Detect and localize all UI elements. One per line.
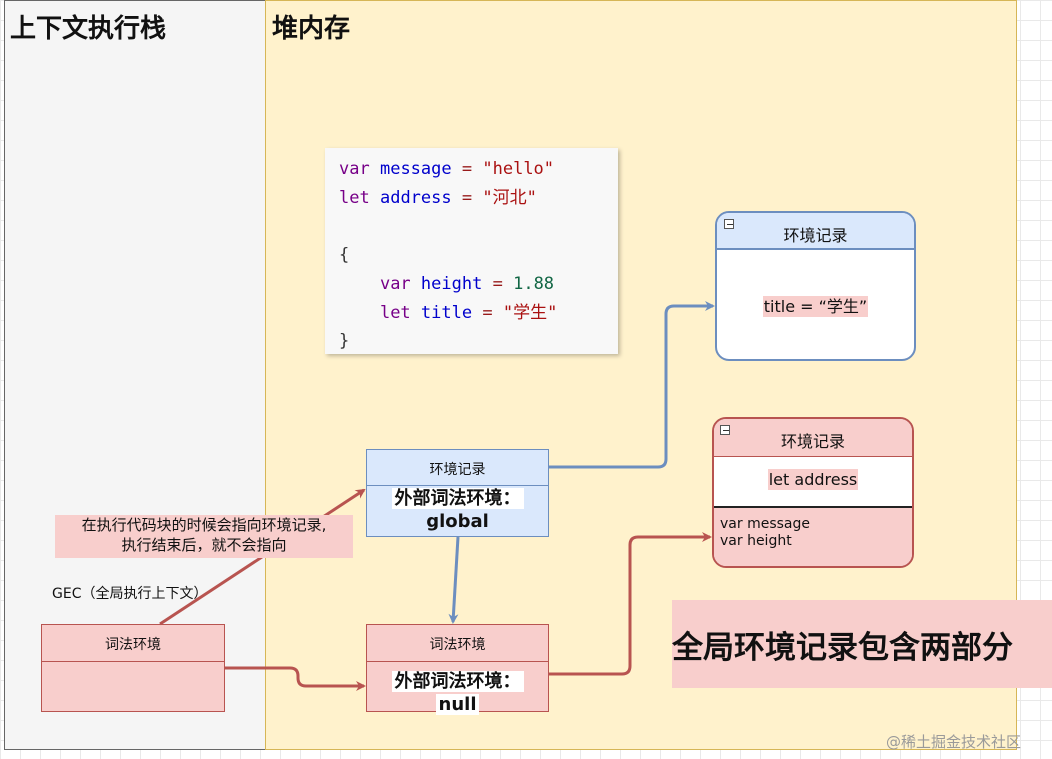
gec-lexical-env-header: 词法环境 — [42, 625, 224, 662]
outer-env-label: 外部词法环境： — [391, 488, 524, 509]
block-lexical-environment[interactable]: 环境记录 外部词法环境： global — [366, 449, 549, 537]
code-keyword: var — [379, 273, 411, 294]
block-env-record-header: 环境记录 — [717, 213, 914, 250]
code-keyword: var — [339, 159, 370, 179]
arrow-gec-to-global-lexical — [225, 666, 366, 691]
code-operator: = — [461, 159, 473, 179]
block-lexical-env-title: 环境记录 — [429, 462, 486, 478]
gec-lexical-env-title: 词法环境 — [105, 637, 161, 653]
code-keyword: let — [379, 302, 411, 323]
code-identifier: title — [420, 302, 473, 323]
gec-label: GEC（全局执行上下文） — [52, 586, 208, 602]
gec-lexical-environment[interactable]: 词法环境 — [41, 624, 225, 712]
declarative-record-item: let address — [767, 469, 859, 490]
code-operator: = — [461, 187, 473, 208]
annotation-note: 在执行代码块的时候会指向环境记录, 执行结束后，就不会指向 — [55, 515, 353, 558]
code-identifier: address — [379, 187, 452, 208]
code-string: "学生" — [502, 302, 558, 323]
declarative-record: let address — [714, 457, 912, 508]
global-env-record-title: 环境记录 — [780, 432, 845, 451]
collapse-icon[interactable] — [720, 425, 730, 435]
global-lexical-environment[interactable]: 词法环境 外部词法环境： null — [366, 624, 549, 715]
code-brace-close: } — [339, 331, 350, 352]
annotation-line: 在执行代码块的时候会指向环境记录, — [81, 516, 327, 534]
collapse-icon[interactable] — [724, 219, 734, 229]
code-operator: = — [492, 273, 503, 294]
code-identifier: height — [420, 273, 483, 294]
arrow-block-env-to-record — [549, 301, 715, 469]
heap-memory-title: 堆内存 — [272, 14, 351, 44]
block-environment-record[interactable]: 环境记录 title = “学生” — [715, 211, 916, 361]
object-record-item: var message — [720, 516, 810, 532]
watermark: @稀土掘金技术社区 — [886, 733, 1022, 751]
execution-stack-title: 上下文执行栈 — [10, 14, 167, 44]
global-env-record-header: 环境记录 — [714, 419, 912, 457]
arrow-block-env-to-global-lexical — [448, 536, 460, 624]
outer-env-value: null — [435, 694, 480, 715]
object-record: var message var height — [714, 508, 912, 566]
global-lexical-env-title: 词法环境 — [429, 637, 486, 653]
global-lexical-env-header: 词法环境 — [367, 625, 548, 662]
block-env-record-content: title = “学生” — [762, 296, 869, 317]
code-snippet: var message = "hello" let address = "河北"… — [325, 148, 618, 354]
annotation-line: 执行结束后，就不会指向 — [121, 536, 287, 554]
arrow-global-lexical-to-record — [549, 532, 712, 676]
code-operator: = — [482, 302, 493, 323]
object-record-item: var height — [720, 533, 792, 549]
block-lexical-env-header: 环境记录 — [367, 450, 548, 486]
outer-env-value: global — [426, 511, 489, 532]
code-number: 1.88 — [513, 273, 555, 294]
code-string: "河北" — [482, 187, 537, 208]
summary-label: 全局环境记录包含两部分 — [672, 600, 1052, 688]
global-environment-record[interactable]: 环境记录 let address var message var height — [712, 417, 914, 568]
code-keyword: let — [339, 187, 370, 208]
code-string: "hello" — [482, 159, 555, 179]
code-brace-open: { — [339, 245, 350, 266]
code-identifier: message — [379, 159, 452, 179]
block-env-record-title: 环境记录 — [783, 226, 848, 245]
outer-env-label: 外部词法环境： — [391, 671, 524, 692]
